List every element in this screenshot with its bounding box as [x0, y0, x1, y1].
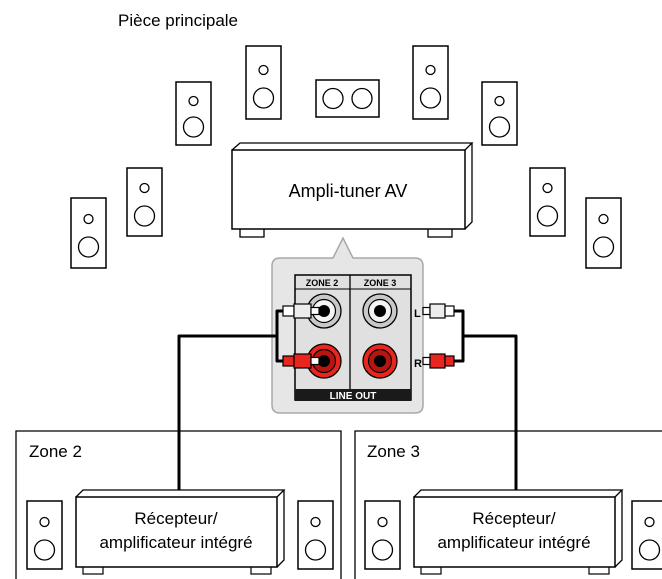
zone2-cable — [177, 309, 283, 490]
zone3-cable — [454, 309, 518, 490]
line-out-label: LINE OUT — [330, 391, 377, 402]
av-receiver-label: Ampli-tuner AV — [289, 181, 408, 201]
zone3-header: ZONE 3 — [364, 278, 397, 288]
zone3-left-plug — [422, 303, 455, 319]
zone3-speaker-right — [631, 500, 662, 570]
zone2-device-line2: amplificateur intégré — [99, 533, 252, 552]
zone2-right-jack — [306, 343, 342, 379]
speaker-front-left-top — [245, 45, 282, 120]
zone2-speaker-left — [26, 500, 63, 570]
zone2-area: Zone 2 Récepteur/ amplificateur intégré — [15, 430, 342, 579]
zone2-title: Zone 2 — [29, 442, 82, 461]
zone3-area: Zone 3 Récepteur/ amplificateur intégré — [354, 430, 662, 579]
speaker-surround-right — [529, 167, 566, 237]
speaker-front-right-top — [412, 45, 449, 120]
speaker-front-left — [175, 81, 212, 146]
speaker-center — [315, 79, 380, 118]
zone2-device-line1: Récepteur/ — [134, 509, 217, 528]
zone3-right-jack — [362, 343, 398, 379]
speaker-back-left — [70, 197, 107, 269]
speaker-surround-left — [126, 167, 163, 237]
zone3-device-line1: Récepteur/ — [472, 509, 555, 528]
zone3-title: Zone 3 — [367, 442, 420, 461]
zone2-integrated-amplifier: Récepteur/ amplificateur intégré — [75, 489, 286, 575]
zone3-right-plug — [422, 353, 455, 369]
zone3-integrated-amplifier: Récepteur/ amplificateur intégré — [413, 489, 624, 575]
main-room-title: Pièce principale — [118, 11, 238, 30]
av-receiver: Ampli-tuner AV — [231, 142, 474, 238]
line-out-panel: ZONE 2 ZONE 3 LINE OUT L R — [271, 236, 455, 414]
zone3-device-line2: amplificateur intégré — [437, 533, 590, 552]
zone3-left-jack — [362, 293, 398, 329]
zone2-left-jack — [306, 293, 342, 329]
right-channel-label: R — [414, 358, 422, 370]
zone2-left-plug — [282, 303, 320, 319]
zone3-speaker-left — [364, 500, 401, 570]
left-channel-label: L — [414, 308, 421, 320]
zone2-speaker-right — [297, 500, 334, 570]
zone2-header: ZONE 2 — [306, 278, 339, 288]
speaker-back-right — [585, 197, 622, 269]
speaker-front-right — [481, 81, 518, 146]
